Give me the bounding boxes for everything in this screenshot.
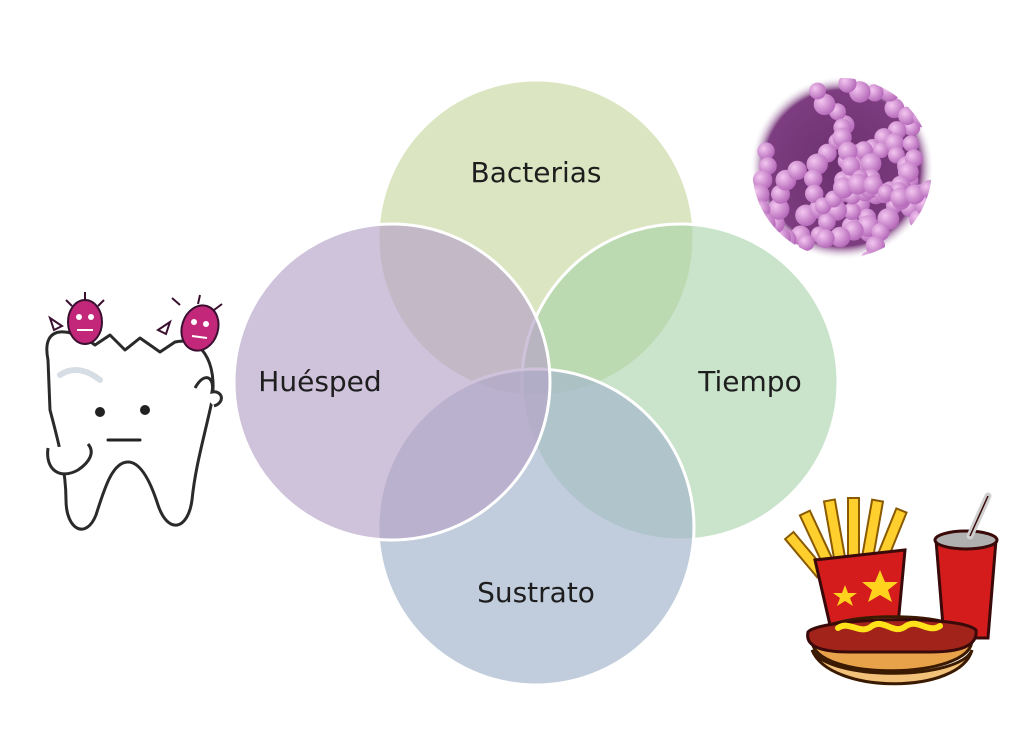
label-bacterias: Bacterias xyxy=(470,156,601,189)
bacteria-coccus-cell xyxy=(838,78,857,93)
bacteria-coccus-cell xyxy=(863,175,883,195)
label-sustrato: Sustrato xyxy=(477,576,595,609)
bacteria-coccus-cell xyxy=(939,220,956,237)
bacteria-character-icon xyxy=(156,294,223,352)
bacteria-coccus-cell xyxy=(902,135,920,152)
bacteria-coccus-cell xyxy=(829,226,851,248)
label-tiempo: Tiempo xyxy=(697,365,801,398)
venn-labels: Bacterias Tiempo Sustrato Huésped xyxy=(258,156,801,609)
bacteria-coccus-cell xyxy=(934,182,954,202)
label-huesped: Huésped xyxy=(258,365,381,398)
bacteria-coccus-cell xyxy=(787,160,807,180)
bacteria-coccus-cell xyxy=(757,142,775,160)
bacteria-coccus-cell xyxy=(838,141,858,162)
fast-food-cartoon xyxy=(783,492,999,686)
bacteria-coccus-cell xyxy=(877,184,894,201)
bacteria-coccus-cell xyxy=(847,277,866,296)
bacteria-coccus-cell xyxy=(768,198,790,220)
bacteria-coccus-cell xyxy=(815,229,835,248)
bacteria-coccus-cell xyxy=(806,153,828,175)
bacteria-coccus-cell xyxy=(790,247,808,258)
bacteria-coccus-cell xyxy=(818,213,836,231)
bacteria-coccus-cell xyxy=(843,202,861,220)
bacteria-coccus-cell xyxy=(847,173,869,195)
bacteria-coccus-cell xyxy=(904,184,925,205)
circle-huesped xyxy=(232,222,552,542)
tooth-icon xyxy=(45,330,215,531)
bacteria-coccus-cell xyxy=(798,234,815,251)
bacteria-coccus-cell xyxy=(804,169,823,188)
bacteria-coccus-cell xyxy=(922,216,932,237)
tooth-with-bacteria-cartoon xyxy=(45,292,223,531)
hot-dog-icon xyxy=(806,615,978,686)
bacteria-coccus-cell xyxy=(866,84,884,102)
bacteria-character-icon xyxy=(48,292,105,345)
bacteria-coccus-cell xyxy=(854,263,875,284)
bacteria-coccus-cell xyxy=(809,82,826,100)
bacteria-coccus-cell xyxy=(860,153,882,174)
bacteria-coccus-cell xyxy=(965,213,987,235)
bacteria-coccus-cell xyxy=(953,221,971,239)
bacteria-coccus-cell xyxy=(919,180,932,199)
bacteria-coccus-cell xyxy=(929,108,932,125)
french-fries-icon xyxy=(783,497,908,627)
bacteria-coccus-cell xyxy=(759,230,776,248)
soda-cup-icon xyxy=(933,492,999,640)
bacteria-coccus-cell xyxy=(841,156,861,176)
venn-circles xyxy=(232,78,840,687)
bacteria-coccus-cell xyxy=(805,184,824,203)
